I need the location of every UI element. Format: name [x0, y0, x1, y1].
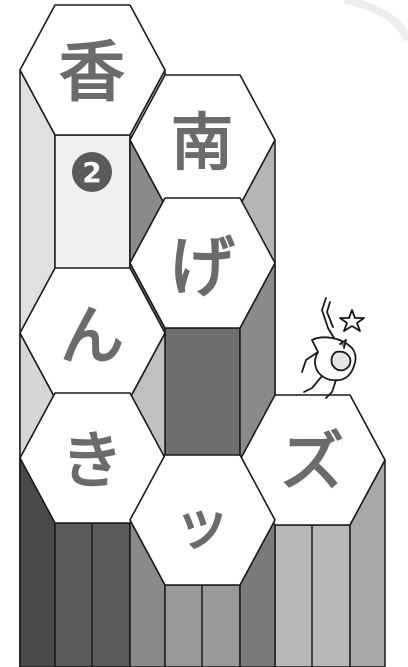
char-nan: 南 — [171, 106, 233, 179]
char-n: ん — [60, 300, 124, 374]
star-icon — [339, 309, 365, 332]
cheering-figure-with-star-icon — [301, 297, 365, 399]
figure-arm-up — [321, 297, 335, 339]
hexagon-kou — [19, 4, 166, 136]
figure-leg-right — [325, 379, 337, 399]
badge-number: 2 — [82, 156, 101, 189]
hexagon-zu — [239, 394, 386, 526]
figure-head — [330, 350, 352, 372]
char-kou: 香 — [59, 34, 125, 111]
char-ge: げ — [169, 229, 235, 306]
figure-leg-left — [303, 375, 323, 393]
figure-arm-up-inner — [326, 301, 334, 328]
char-tsu: ッ — [174, 493, 230, 558]
number-badge — [72, 152, 112, 192]
hexagon-ge — [129, 197, 276, 329]
hexagon-tsu — [129, 454, 276, 586]
figure-hair — [339, 339, 347, 349]
hexagon-tops — [19, 4, 386, 586]
figure-arm-side — [301, 351, 319, 373]
page-corner-curve — [344, 0, 408, 42]
char-ki: き — [61, 424, 123, 497]
char-zu: ズ — [280, 426, 344, 500]
